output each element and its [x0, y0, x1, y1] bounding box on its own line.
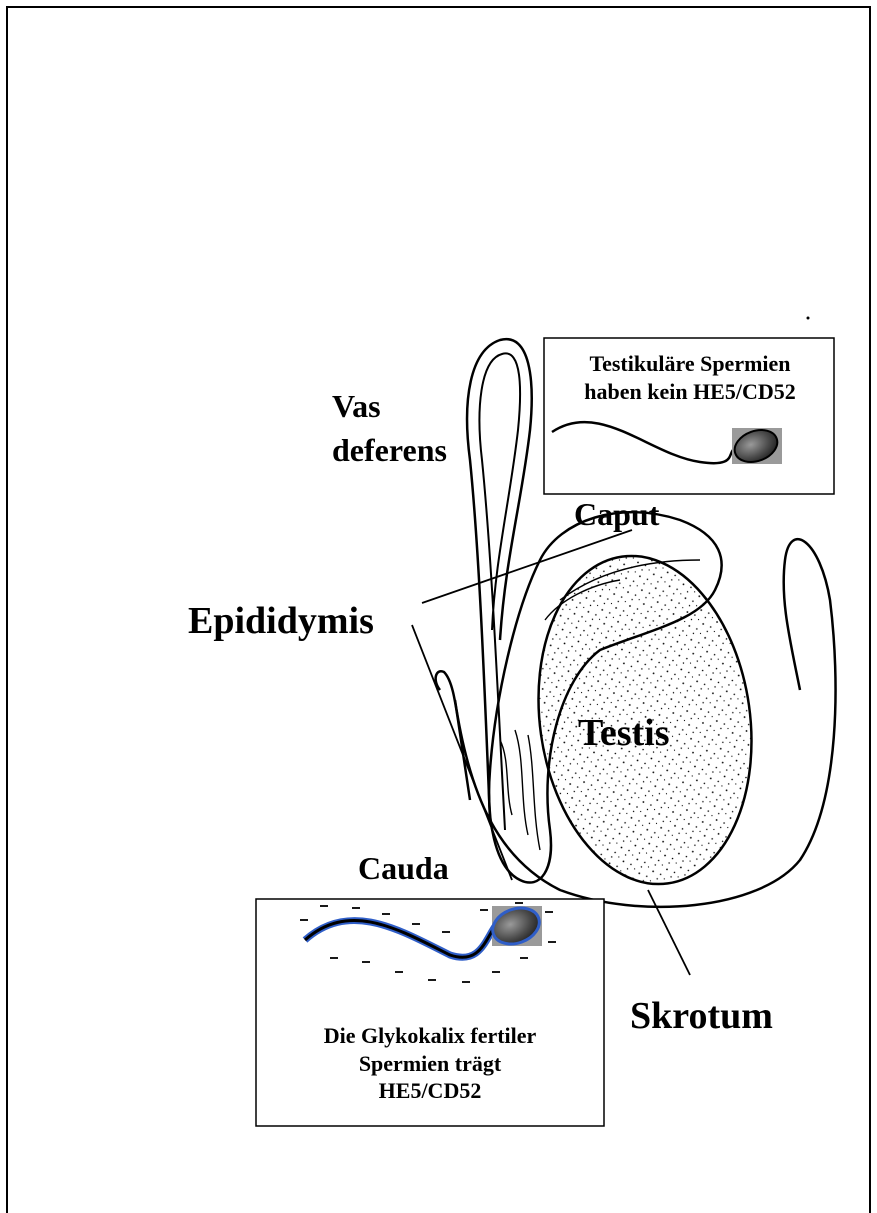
bottom-box-text: Die Glykokalix fertiler Spermien trägt H… — [258, 1022, 602, 1105]
bottom-box-line-3: HE5/CD52 — [258, 1077, 602, 1105]
tube-left — [436, 671, 470, 800]
top-box-text: Testikuläre Spermien haben kein HE5/CD52 — [548, 350, 832, 405]
label-cauda: Cauda — [358, 850, 449, 887]
label-skrotum: Skrotum — [630, 995, 773, 1039]
label-vas: Vas — [332, 388, 381, 425]
top-box-line-1: Testikuläre Spermien — [548, 350, 832, 378]
speck — [807, 317, 810, 320]
label-epididymis: Epididymis — [188, 600, 374, 644]
bottom-box-line-2: Spermien trägt — [258, 1050, 602, 1078]
skrotum-pointer — [648, 890, 690, 975]
vas-deferens-inner — [479, 353, 520, 830]
vas-deferens-outer — [467, 339, 532, 820]
label-caput: Caput — [574, 496, 659, 533]
bottom-box-line-1: Die Glykokalix fertiler — [258, 1022, 602, 1050]
top-box-line-2: haben kein HE5/CD52 — [548, 378, 832, 406]
label-deferens: deferens — [332, 432, 447, 469]
label-testis: Testis — [578, 712, 670, 756]
